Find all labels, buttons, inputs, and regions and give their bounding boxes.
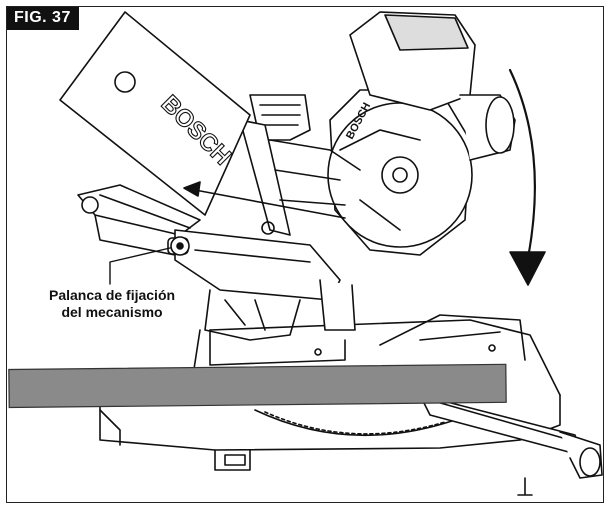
saw-arm [167,229,356,341]
extension-rail [419,394,603,496]
downward-arrow [508,68,546,286]
callout-line-2: del mecanismo [61,304,163,320]
lock-knob [170,236,190,256]
leftward-arrow [183,181,346,219]
callout-line-1: Palanca de fijación [49,287,176,303]
callout-leader [109,247,171,285]
saw-fence [209,314,526,366]
figure-label: FIG. 37 [7,7,79,30]
operating-handle [239,119,361,236]
motor-housing [249,11,516,161]
workpiece-board [8,363,507,409]
guard-panel [59,11,251,216]
lock-lever-callout: Palanca de fijación del mecanismo [49,287,175,321]
figure-frame [6,6,604,503]
blade-assembly [327,89,473,256]
